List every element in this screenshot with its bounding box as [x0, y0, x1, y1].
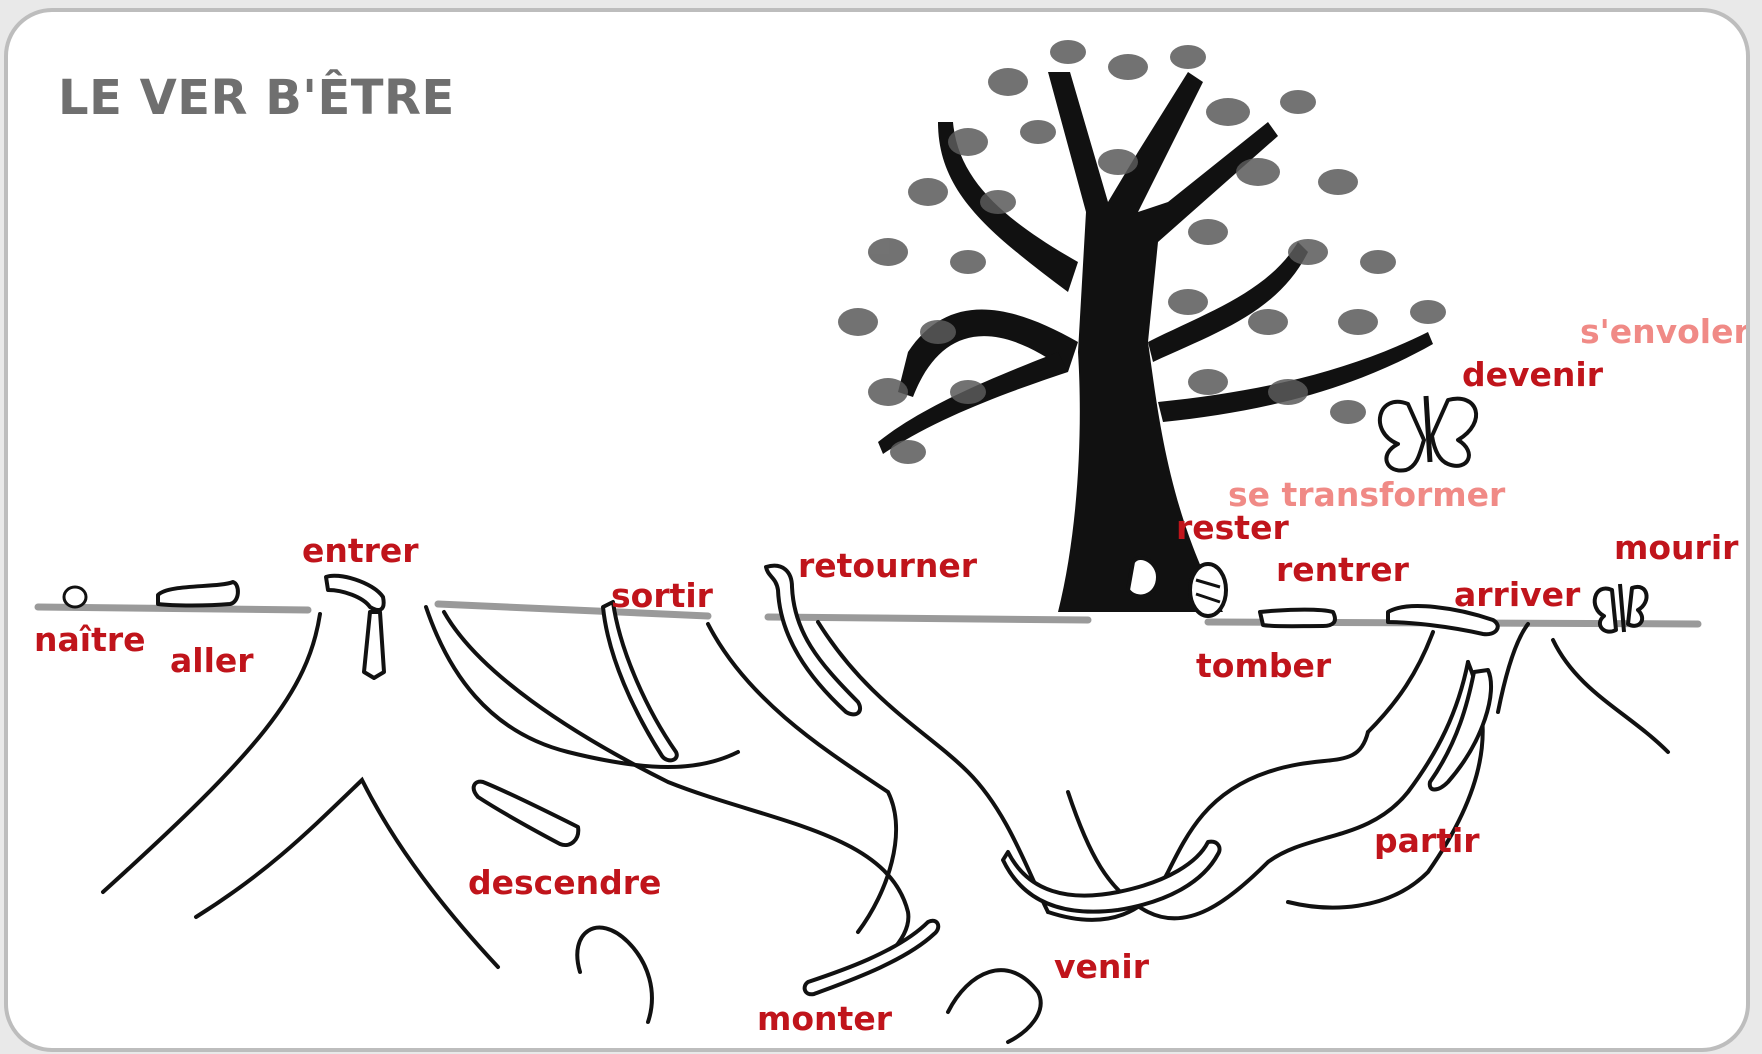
- verb-label-devenir: devenir: [1462, 355, 1603, 394]
- verb-label-retourner: retourner: [798, 546, 978, 585]
- diagram-frame: LE VER B'ÊTRE naître aller entrer sortir…: [4, 8, 1750, 1052]
- verb-label-descendre: descendre: [468, 863, 662, 902]
- tree-icon: [838, 40, 1446, 612]
- verb-label-aller: aller: [170, 641, 254, 680]
- verb-label-partir: partir: [1374, 821, 1480, 860]
- verb-label-monter: monter: [757, 999, 892, 1038]
- verb-label-rester: rester: [1176, 508, 1289, 547]
- egg-icon: [62, 585, 88, 609]
- verb-label-arriver: arriver: [1454, 575, 1581, 614]
- verb-label-naitre: naître: [34, 620, 146, 659]
- verb-label-se-transformer: se transformer: [1228, 475, 1506, 514]
- page-title: LE VER B'ÊTRE: [58, 70, 455, 126]
- cocoon-icon: [1188, 562, 1228, 618]
- verb-label-rentrer: rentrer: [1276, 550, 1409, 589]
- verb-label-entrer: entrer: [302, 531, 419, 570]
- verb-label-venir: venir: [1054, 947, 1149, 986]
- verb-label-s-envoler: s'envoler: [1580, 312, 1750, 351]
- ground-line: [34, 600, 1702, 628]
- drawing: [34, 40, 1702, 1044]
- worm-icon: [156, 556, 1500, 997]
- verb-label-tomber: tomber: [1196, 646, 1332, 685]
- butterfly-icon: [1378, 395, 1649, 634]
- verb-label-sortir: sortir: [611, 576, 713, 615]
- verb-label-mourir: mourir: [1614, 528, 1739, 567]
